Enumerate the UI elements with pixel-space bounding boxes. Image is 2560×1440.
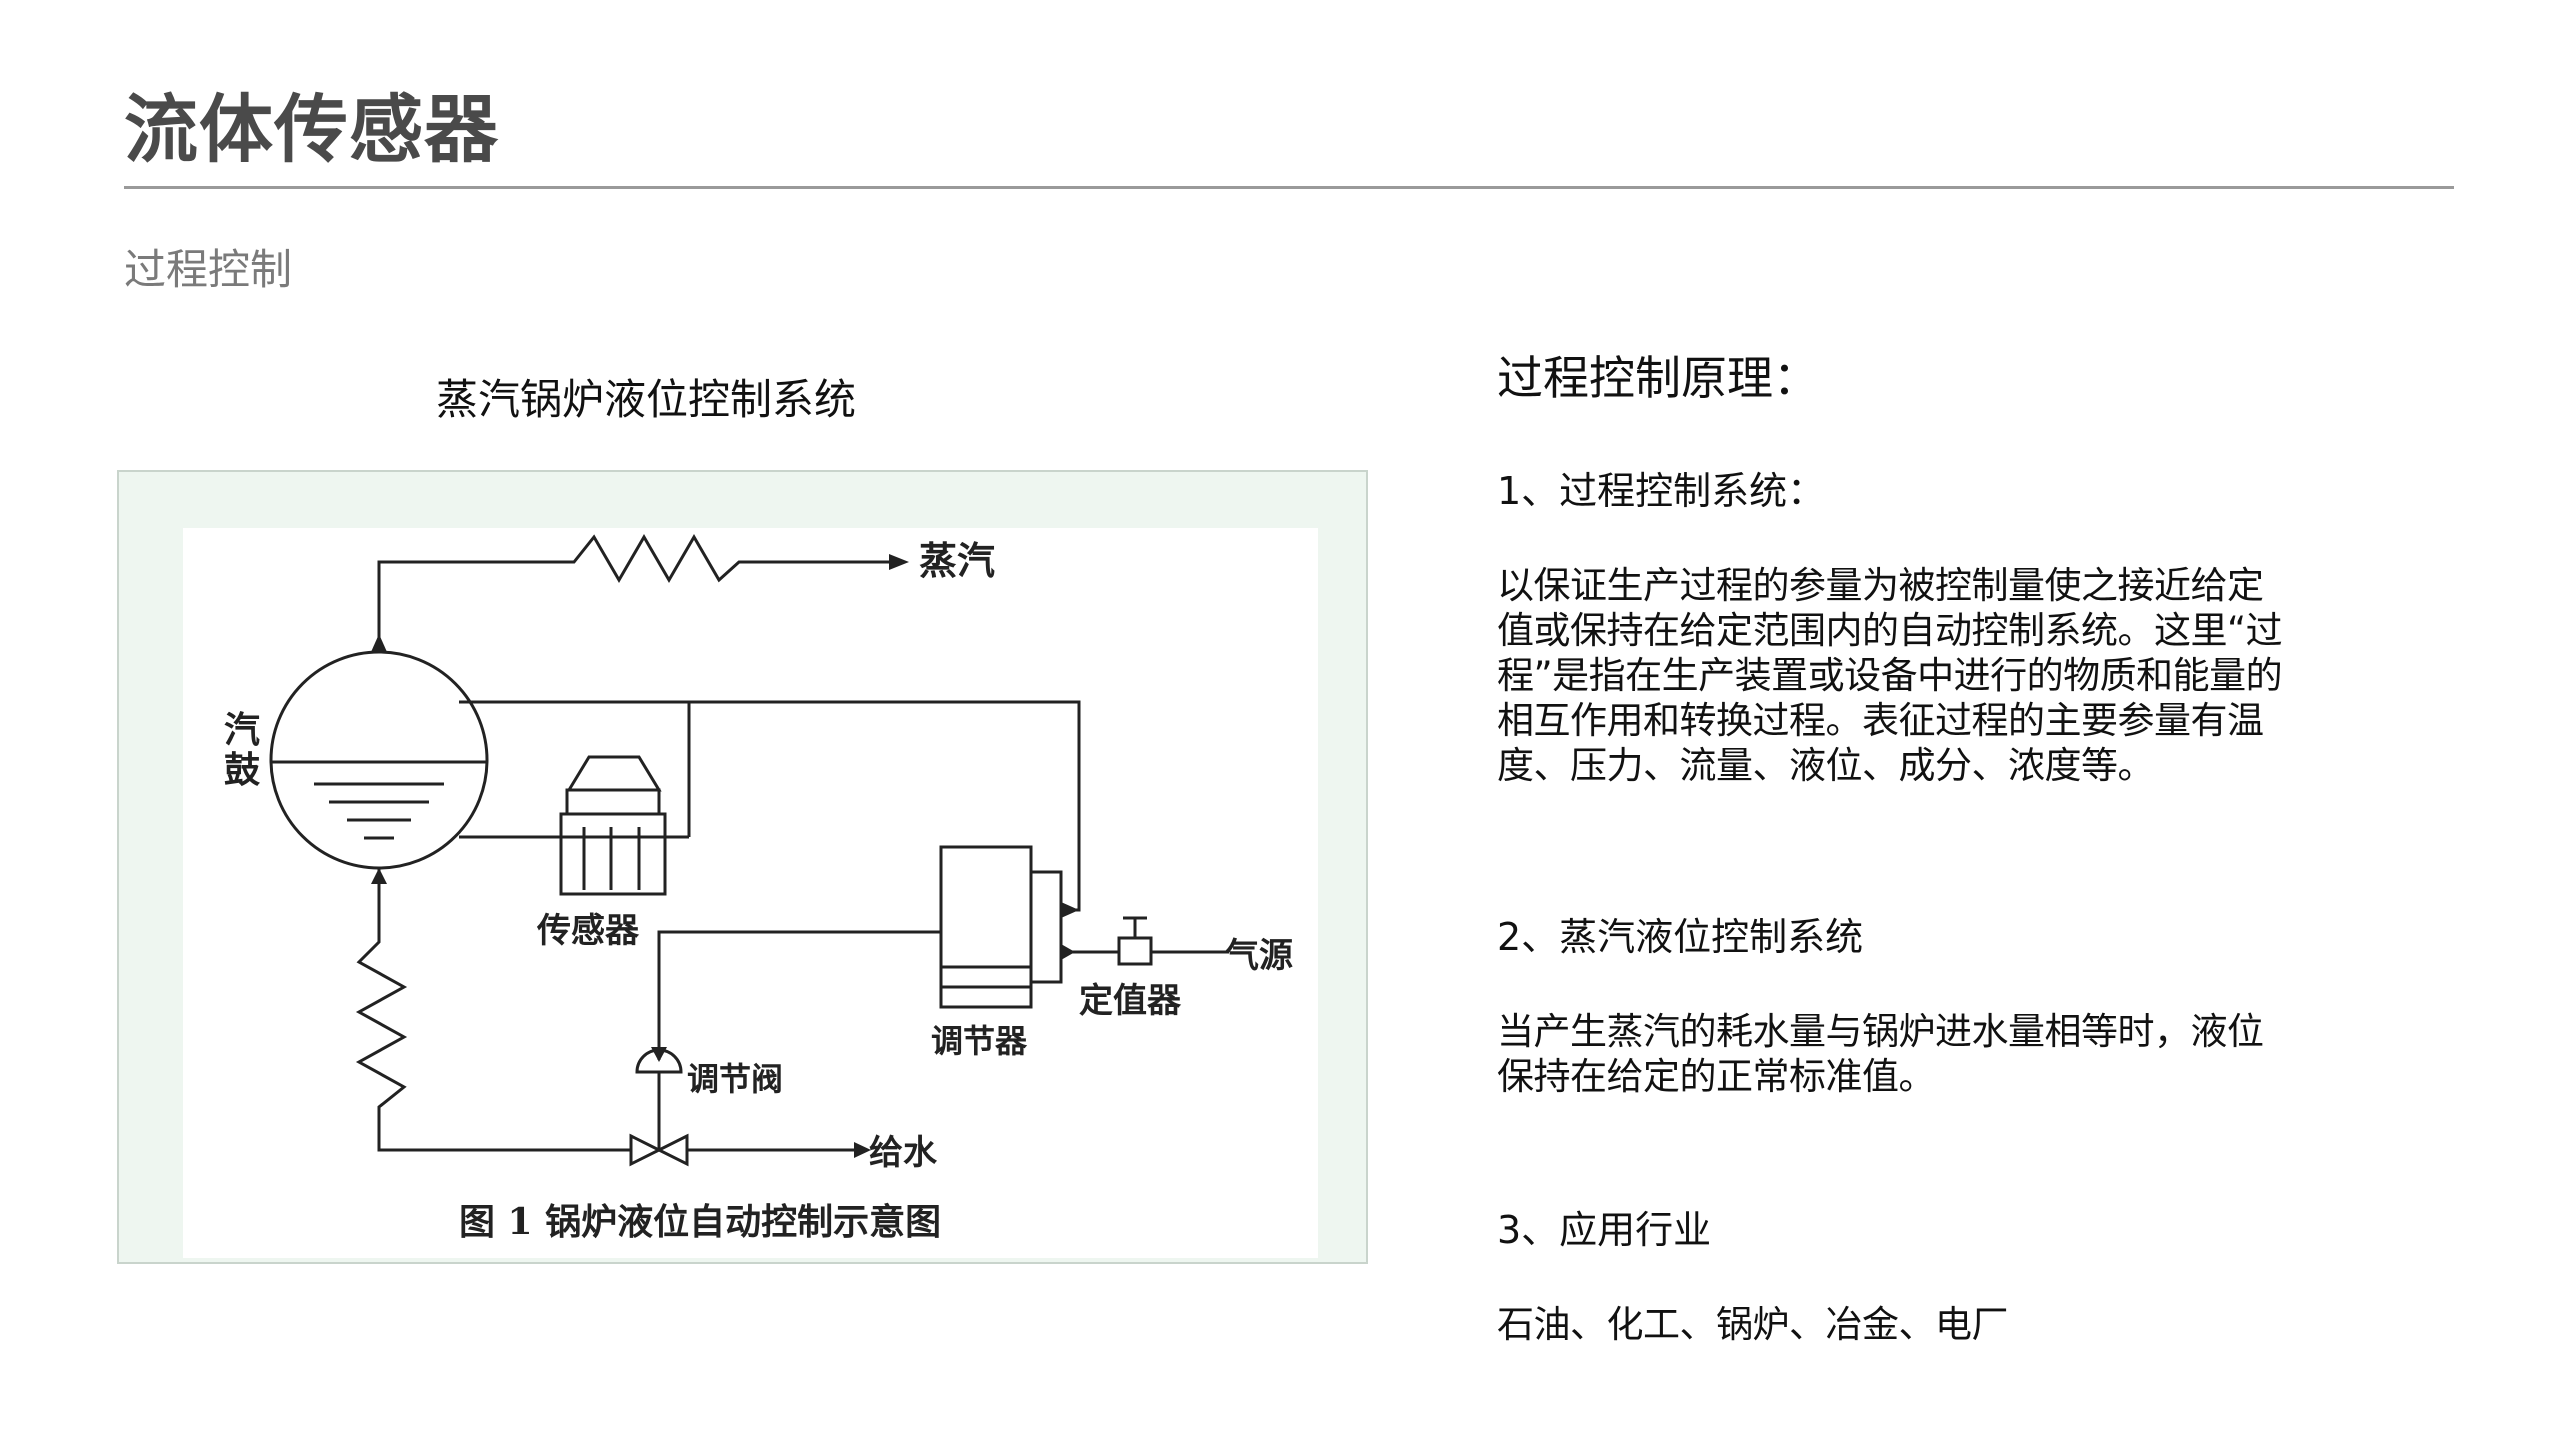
section3-text: 石油、化工、锅炉、冶金、电厂 (1497, 1303, 2009, 1346)
label-air-source: 气源 (1224, 936, 1293, 976)
page-title: 流体传感器 (124, 87, 499, 173)
feed-water-arrow (854, 1142, 871, 1158)
valve-signal-line (657, 930, 941, 1060)
drum-top-arrow (371, 634, 387, 652)
principle-heading: 过程控制原理： (1497, 351, 1819, 405)
steam-arrow (889, 554, 909, 570)
section1-title: 1、过程控制系统： (1497, 469, 1826, 513)
valve-body-right (655, 1133, 689, 1167)
section3-title: 3、应用行业 (1497, 1208, 1712, 1252)
principle-panel: 过程控制原理： 1、过程控制系统： 以保证生产过程的参量为被控制量使之接近给定值… (1497, 342, 2297, 1347)
section2-title: 2、蒸汽液位控制系统 (1497, 915, 1864, 959)
label-drum-2: 鼓 (224, 749, 261, 791)
page-subtitle: 过程控制 (124, 245, 293, 294)
label-sensor: 传感器 (536, 911, 640, 951)
label-feed-water: 给水 (869, 1133, 938, 1173)
title-divider (124, 186, 2454, 189)
label-figure-title: 图 1 锅炉液位自动控制示意图 (459, 1201, 941, 1243)
section2-text: 当产生蒸汽的耗水量与锅炉进水量相等时，液位保持在给定的正常标准值。 (1497, 1010, 2264, 1098)
label-setter: 定值器 (1079, 981, 1182, 1021)
label-steam: 蒸汽 (919, 538, 995, 583)
feed-water-line (355, 868, 854, 1152)
sensor-body (559, 812, 667, 896)
label-valve: 调节阀 (687, 1060, 783, 1098)
figure-caption: 蒸汽锅炉液位控制系统 (436, 375, 857, 424)
section1-text: 以保证生产过程的参量为被控制量使之接近给定值或保持在给定范围内的自动控制系统。这… (1497, 564, 2283, 787)
boiler-diagram-svg: 蒸汽 汽 鼓 传感器 调节器 定值器 气源 调节阀 给水 图 1 锅炉液位自动控… (183, 528, 1318, 1258)
valve-signal-arrow (651, 1047, 667, 1062)
steam-line (377, 534, 889, 652)
label-drum-1: 汽 (224, 709, 260, 751)
valve-body-left (629, 1133, 663, 1167)
drum-bottom-arrow (371, 868, 387, 884)
label-controller: 调节器 (931, 1022, 1028, 1060)
boiler-diagram: 蒸汽 汽 鼓 传感器 调节器 定值器 气源 调节阀 给水 图 1 锅炉液位自动控… (117, 470, 1368, 1264)
